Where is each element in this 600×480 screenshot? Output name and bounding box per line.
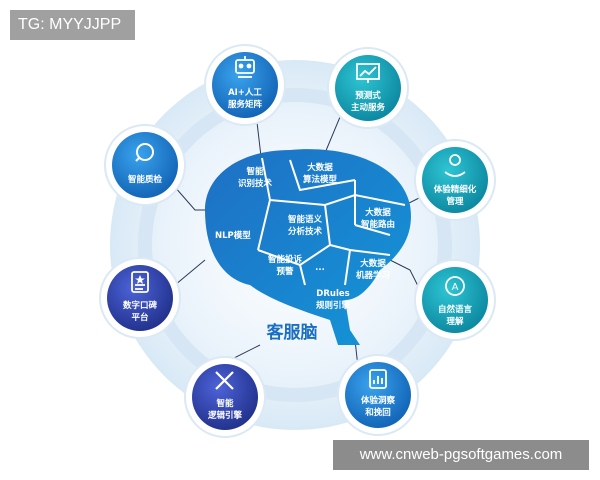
- node-nlu-label-2: 理解: [446, 316, 464, 327]
- node-reputation[interactable]: 数字口碑 平台: [99, 257, 181, 339]
- node-predictive-label-1: 预测式: [355, 90, 381, 101]
- clipboard-chart-icon: [369, 369, 387, 389]
- node-ai-matrix-label-2: 服务矩阵: [228, 99, 263, 110]
- url-banner: www.cnweb-pgsoftgames.com: [333, 440, 589, 470]
- background-ring: [138, 88, 452, 402]
- region-complaint-2: 预警: [276, 266, 294, 277]
- node-insight-label-2: 和挽回: [365, 407, 391, 418]
- node-ai-matrix[interactable]: AI+人工 服务矩阵: [204, 44, 286, 126]
- region-semantic-2: 分析技术: [288, 226, 323, 237]
- region-complaint-1: 智能投诉: [267, 254, 303, 265]
- node-experience[interactable]: 体验精细化 管理: [414, 139, 496, 221]
- node-logic[interactable]: 智能 逻辑引擎: [184, 356, 266, 438]
- region-big-data-route-2: 智能路由: [360, 219, 395, 230]
- node-predictive-label-2: 主动服务: [351, 102, 386, 113]
- node-reputation-label-2: 平台: [131, 312, 149, 323]
- document-star-icon: [131, 271, 149, 293]
- region-ellipsis: ...: [315, 263, 325, 273]
- node-ai-matrix-label-1: AI+人工: [228, 87, 262, 98]
- region-semantic-1: 智能语义: [287, 214, 323, 225]
- node-experience-label-2: 管理: [446, 196, 464, 207]
- region-smart-recognition-1: 智能: [245, 166, 264, 177]
- node-predictive[interactable]: 预测式 主动服务: [327, 47, 409, 129]
- region-big-data-algo-1: 大数据: [307, 162, 333, 173]
- region-drules-1: DRules: [316, 289, 349, 299]
- node-quality-label-1: 智能质检: [127, 174, 163, 185]
- region-drules-2: 规则引擎: [316, 300, 351, 311]
- node-logic-label-2: 逻辑引擎: [207, 410, 243, 421]
- node-logic-label-1: 智能: [215, 398, 234, 409]
- node-reputation-label-1: 数字口碑: [123, 300, 158, 311]
- node-nlu-label-1: 自然语言: [438, 304, 473, 315]
- tools-icon: [215, 371, 234, 390]
- region-smart-recognition-2: 识别技术: [238, 178, 273, 189]
- speech-bubble-icon: A: [445, 276, 465, 296]
- region-ml-1: 大数据: [360, 258, 386, 269]
- region-big-data-algo-2: 算法模型: [303, 174, 338, 185]
- node-insight[interactable]: 体验洞察 和挽回: [337, 354, 419, 436]
- brain-title: 客服脑: [266, 322, 318, 343]
- user-shield-icon: [444, 154, 466, 177]
- region-ml-2: 机器学习: [356, 270, 390, 281]
- brain-shape: [205, 149, 411, 345]
- node-insight-label-1: 体验洞察: [361, 395, 396, 406]
- region-big-data-route-1: 大数据: [365, 207, 391, 218]
- node-nlu[interactable]: A 自然语言 理解: [414, 259, 496, 341]
- presentation-chart-icon: [356, 63, 380, 83]
- robot-icon: [235, 56, 255, 78]
- node-quality[interactable]: 智能质检: [104, 124, 186, 206]
- watermark: TG: MYYJJPP: [10, 10, 135, 40]
- node-experience-label-1: 体验精细化: [434, 184, 477, 195]
- svg-text:A: A: [452, 282, 459, 293]
- region-nlp: NLP模型: [215, 230, 251, 241]
- magnifier-icon: [135, 143, 154, 162]
